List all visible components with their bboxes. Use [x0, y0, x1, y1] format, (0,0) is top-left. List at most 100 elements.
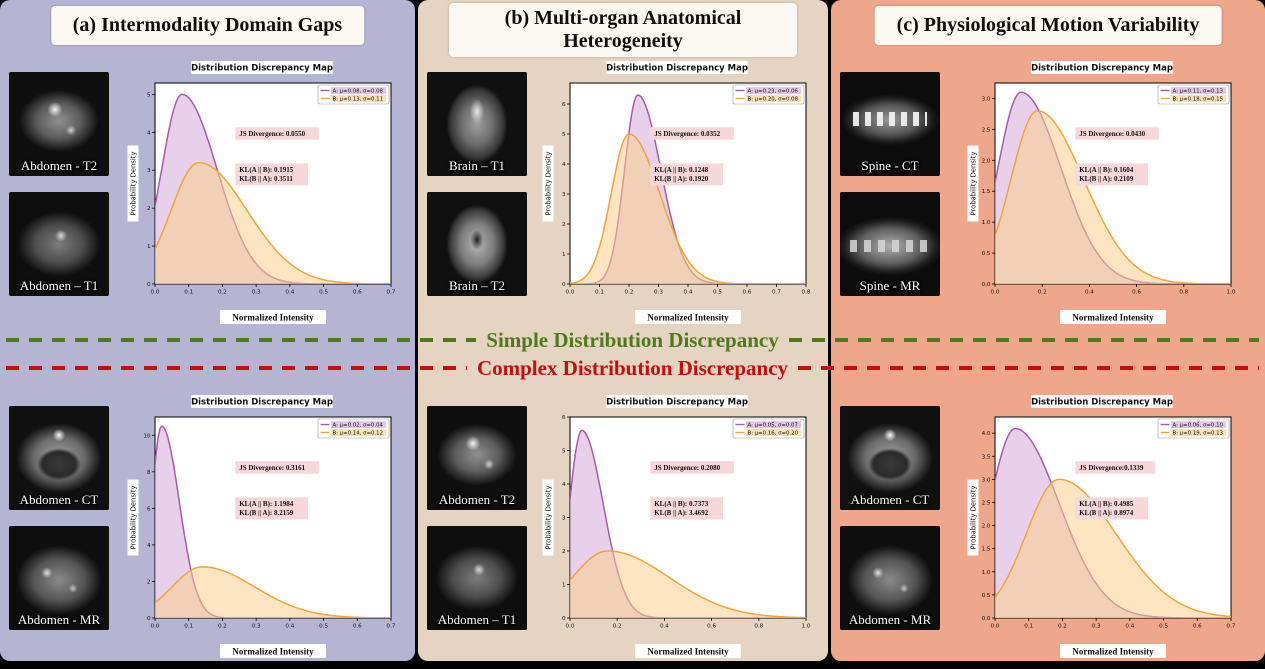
svg-text:0.1: 0.1 — [595, 290, 604, 296]
svg-text:0.6: 0.6 — [743, 290, 752, 296]
svg-text:A: μ=0.06, σ=0.10: A: μ=0.06, σ=0.10 — [1173, 423, 1224, 429]
svg-text:KL(A || B): 1.1984: KL(A || B): 1.1984 — [239, 500, 294, 508]
figure-c-bottom: Abdomen - CT Abdomen - MR Distribution D… — [837, 392, 1261, 660]
figure-c-top: Spine - CT Spine - MR Distribution Discr… — [837, 58, 1261, 330]
svg-text:Normalized Intensity: Normalized Intensity — [232, 647, 314, 657]
svg-text:KL(A || B): 0.4985: KL(A || B): 0.4985 — [1079, 500, 1134, 508]
svg-text:JS Divergence: 0.2080: JS Divergence: 0.2080 — [654, 464, 720, 472]
svg-text:1.0: 1.0 — [1227, 290, 1236, 296]
figure-b-top: Brain – T1 Brain – T2 Distribution Discr… — [424, 58, 824, 330]
svg-text:0.0: 0.0 — [566, 624, 575, 630]
svg-text:0.0: 0.0 — [991, 624, 1000, 630]
medical-image: Abdomen – T1 — [427, 526, 527, 630]
svg-text:KL(B || A): 3.4692: KL(B || A): 3.4692 — [654, 509, 709, 517]
svg-text:1.5: 1.5 — [982, 547, 991, 553]
scan-thumbnail — [9, 406, 109, 510]
svg-text:10: 10 — [143, 433, 151, 439]
svg-text:Distribution Discrepancy Map: Distribution Discrepancy Map — [1031, 398, 1173, 408]
panel-intermodality-domain-gaps: (a) Intermodality Domain Gaps Abdomen - … — [0, 0, 415, 661]
image-column: Abdomen - T2 Abdomen – T1 — [424, 392, 530, 660]
medical-image: Abdomen - T2 — [9, 72, 109, 176]
medical-image: Spine - CT — [840, 72, 940, 176]
svg-text:2.5: 2.5 — [982, 500, 991, 506]
panel-a-title: (a) Intermodality Domain Gaps — [50, 6, 365, 45]
scan-thumbnail — [840, 526, 940, 630]
panel-b-title: (b) Multi-organ Anatomical Heterogeneity — [449, 3, 797, 57]
svg-text:Distribution Discrepancy Map: Distribution Discrepancy Map — [191, 64, 333, 74]
image-column: Abdomen - CT Abdomen - MR — [837, 392, 943, 660]
svg-text:0.8: 0.8 — [754, 624, 763, 630]
svg-text:3: 3 — [146, 168, 150, 174]
panel-physiological-motion: (c) Physiological Motion Variability Spi… — [831, 0, 1265, 661]
svg-text:B: μ=0.14, σ=0.12: B: μ=0.14, σ=0.12 — [332, 431, 383, 437]
svg-text:0.5: 0.5 — [319, 290, 328, 296]
svg-text:5: 5 — [146, 92, 150, 98]
svg-text:A: μ=0.02, σ=0.04: A: μ=0.02, σ=0.04 — [332, 423, 383, 429]
svg-text:JS Divergence: 0.0430: JS Divergence: 0.0430 — [1079, 130, 1145, 138]
svg-text:B: μ=0.18, σ=0.15: B: μ=0.18, σ=0.15 — [1173, 97, 1224, 103]
svg-text:A: μ=0.23, σ=0.06: A: μ=0.23, σ=0.06 — [748, 89, 799, 95]
svg-text:6: 6 — [562, 102, 566, 108]
svg-text:5: 5 — [562, 449, 566, 455]
svg-text:1: 1 — [562, 583, 566, 589]
svg-text:0.7: 0.7 — [1227, 624, 1236, 630]
svg-text:Probability Density: Probability Density — [129, 486, 137, 550]
svg-text:Distribution Discrepancy Map: Distribution Discrepancy Map — [1031, 64, 1173, 74]
svg-text:2: 2 — [562, 222, 566, 228]
svg-text:3.0: 3.0 — [982, 96, 991, 102]
scan-thumbnail — [9, 526, 109, 630]
svg-text:0.5: 0.5 — [319, 624, 328, 630]
svg-text:1.0: 1.0 — [802, 624, 811, 630]
svg-text:KL(A || B): 0.1604: KL(A || B): 0.1604 — [1079, 166, 1134, 174]
svg-text:KL(A || B): 0.1248: KL(A || B): 0.1248 — [654, 166, 709, 174]
svg-text:2.0: 2.0 — [982, 524, 991, 530]
svg-text:0.0: 0.0 — [991, 290, 1000, 296]
svg-text:0.7: 0.7 — [772, 290, 781, 296]
divider-complex-discrepancy: Complex Distribution Discrepancy — [6, 355, 1259, 381]
svg-text:B: μ=0.19, σ=0.13: B: μ=0.19, σ=0.13 — [1173, 431, 1224, 437]
image-label: Brain – T2 — [448, 278, 506, 293]
medical-image: Abdomen - T2 — [427, 406, 527, 510]
svg-text:0.0: 0.0 — [982, 282, 991, 288]
svg-text:0.5: 0.5 — [1159, 624, 1168, 630]
image-label: Abdomen – T1 — [437, 612, 517, 627]
svg-text:B: μ=0.20, σ=0.08: B: μ=0.20, σ=0.08 — [748, 97, 799, 103]
svg-text:0.5: 0.5 — [713, 290, 722, 296]
svg-text:1.5: 1.5 — [982, 189, 991, 195]
svg-text:Normalized Intensity: Normalized Intensity — [1072, 647, 1154, 657]
dashed-line — [6, 366, 467, 370]
svg-text:0.2: 0.2 — [1038, 290, 1047, 296]
svg-text:3.0: 3.0 — [982, 477, 991, 483]
dashed-line — [6, 338, 477, 342]
svg-text:0.1: 0.1 — [184, 290, 193, 296]
svg-text:Distribution Discrepancy Map: Distribution Discrepancy Map — [606, 64, 748, 74]
svg-text:0.4: 0.4 — [684, 290, 693, 296]
svg-text:KL(B || A): 0.3511: KL(B || A): 0.3511 — [239, 175, 293, 183]
medical-image: Abdomen – T1 — [9, 192, 109, 296]
medical-image: Abdomen - CT — [9, 406, 109, 510]
svg-text:A: μ=0.05, σ=0.07: A: μ=0.05, σ=0.07 — [748, 423, 798, 429]
svg-text:0.2: 0.2 — [217, 290, 226, 296]
svg-text:Probability Density: Probability Density — [545, 152, 553, 216]
svg-text:Probability Density: Probability Density — [545, 486, 553, 550]
medical-image: Brain – T2 — [427, 192, 527, 296]
svg-text:4: 4 — [146, 543, 150, 549]
svg-text:A: μ=0.11, σ=0.13: A: μ=0.11, σ=0.13 — [1173, 89, 1223, 95]
svg-text:2.0: 2.0 — [982, 158, 991, 164]
image-column: Abdomen - CT Abdomen - MR — [6, 392, 112, 660]
svg-text:0.0: 0.0 — [150, 290, 159, 296]
svg-text:Normalized Intensity: Normalized Intensity — [1072, 313, 1154, 323]
scan-thumbnail — [9, 72, 109, 176]
svg-text:0.2: 0.2 — [1058, 624, 1067, 630]
svg-text:2: 2 — [146, 206, 150, 212]
svg-text:JS Divergence:0.1339: JS Divergence:0.1339 — [1079, 464, 1144, 472]
scan-thumbnail — [840, 192, 940, 296]
svg-text:0.4: 0.4 — [285, 624, 294, 630]
svg-text:KL(B || A): 0.2109: KL(B || A): 0.2109 — [1079, 175, 1134, 183]
image-label: Abdomen – T1 — [19, 278, 99, 293]
svg-text:0: 0 — [562, 616, 566, 622]
